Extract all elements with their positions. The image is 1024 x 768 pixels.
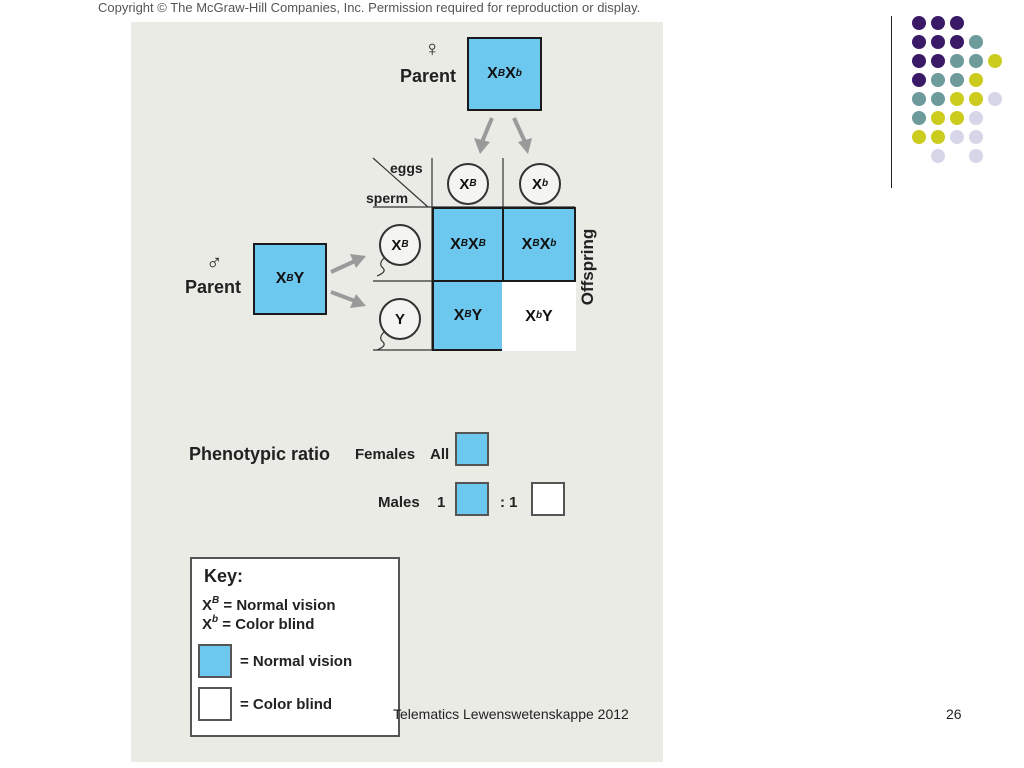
ratio-title: Phenotypic ratio [189,444,331,464]
decor-dot [988,92,1002,106]
decor-dot [969,73,983,87]
males-normal-swatch [455,482,489,516]
decor-dot [950,111,964,125]
decor-dot [931,16,945,30]
sperm-tail-2 [376,331,385,351]
arrow-sperm-1 [330,259,356,274]
decor-dot [988,54,1002,68]
sperm-label: sperm [366,190,409,206]
decor-dot [969,92,983,106]
decor-dot [931,111,945,125]
page-number: 26 [946,706,962,722]
arrow-egg-2 [512,117,527,143]
female-parent-label: Parent [400,66,457,86]
decor-divider-line [891,16,892,188]
decor-dot [969,149,983,163]
arrow-egg-1 [480,117,494,143]
decor-dot [950,130,964,144]
females-swatch [455,432,489,466]
decor-dot [931,149,945,163]
offspring-label: Offspring [578,228,597,306]
key-colorblind-swatch [198,687,232,721]
females-label: Females [355,446,416,463]
decor-dot [931,35,945,49]
males-count: 1 [437,494,446,511]
females-value: All [430,446,450,463]
males-ratio-colon: : 1 [500,494,518,511]
arrowhead-egg-2 [518,138,532,154]
decor-dot [969,35,983,49]
sperm-tail-1 [376,257,385,277]
key-normal-swatch [198,644,232,678]
decor-dot [950,73,964,87]
decor-dot [912,111,926,125]
copyright-notice: Copyright © The McGraw-Hill Companies, I… [98,0,641,15]
decor-dot [950,92,964,106]
males-label: Males [378,494,420,511]
key-title: Key: [204,566,244,586]
decor-dot [931,73,945,87]
decor-dot [931,54,945,68]
decor-dot [912,16,926,30]
decor-dot [931,130,945,144]
sperm-circle-2: Y [379,298,421,340]
decor-dot [912,54,926,68]
decor-dot [969,54,983,68]
decor-dot [950,16,964,30]
grid-diagonal [372,157,429,208]
males-colorblind-swatch [531,482,565,516]
footer-text: Telematics Lewenswetenskappe 2012 [393,706,629,722]
key-colorblind-text: = Color blind [240,696,333,713]
male-symbol: ♂ [206,250,223,275]
arrowhead-sperm-2 [350,294,366,308]
eggs-label: eggs [390,160,423,176]
decor-dot [912,92,926,106]
decor-dot [969,130,983,144]
decor-dot [950,54,964,68]
decor-dot [950,35,964,49]
decor-dot [912,73,926,87]
key-normal-text: = Normal vision [240,653,353,670]
key-box: Key: XB = Normal vision Xb = Color blind… [190,557,400,737]
decor-dot [912,35,926,49]
key-line-colorblind: Xb = Color blind [202,614,315,633]
female-symbol: ♀ [424,36,441,61]
key-line-normal: XB = Normal vision [202,595,336,614]
decor-dot [912,130,926,144]
arrowhead-sperm-1 [350,254,366,268]
decor-dot [931,92,945,106]
male-parent-label: Parent [185,277,242,297]
decor-dot [969,111,983,125]
arrow-sperm-2 [330,290,356,303]
arrowhead-egg-1 [474,138,490,154]
